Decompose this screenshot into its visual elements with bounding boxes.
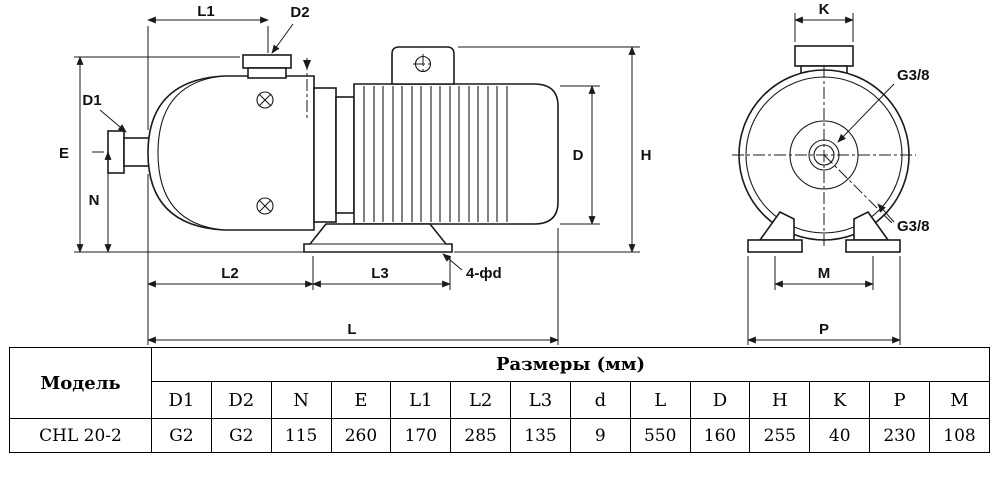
value-cell-d-big: 160 — [689, 418, 751, 453]
table-header-model: Модель — [9, 347, 152, 419]
front-left-foot-flange — [747, 239, 803, 253]
table-column-header-row: D1 D2 N E L1 L2 L3 d L D H K P M — [10, 381, 991, 419]
motor-body — [353, 83, 559, 225]
lug-hole-crosshair — [413, 54, 433, 74]
value-cell-n: 115 — [270, 418, 332, 453]
value-cell-l1: 170 — [390, 418, 452, 453]
leader-d1 — [99, 109, 127, 133]
front-port-cap — [794, 45, 854, 67]
dim-label-k: K — [819, 1, 830, 18]
dim-label-g38-top: G3/8 — [897, 67, 930, 84]
col-header-d1: D1 — [151, 381, 212, 419]
top-port-neck — [247, 67, 287, 79]
pump-body — [147, 75, 315, 231]
value-cell-l2: 285 — [450, 418, 512, 453]
value-cell-l3: 135 — [510, 418, 571, 453]
top-port-cap — [242, 54, 292, 69]
leader-g38-top — [837, 83, 895, 143]
value-cell-d2: G2 — [210, 418, 272, 453]
leader-g38-bottom — [877, 203, 895, 223]
dim-label-l3: L3 — [371, 265, 389, 282]
col-header-m: M — [928, 381, 991, 419]
value-cell-l: 550 — [629, 418, 691, 453]
screw-bottom-cross-icon — [258, 199, 272, 213]
pump-foot — [303, 223, 453, 253]
inlet-flange — [107, 130, 125, 174]
table-header-sizes: Размеры (мм) — [151, 347, 990, 382]
dim-label-d1: D1 — [82, 92, 101, 109]
col-header-k: K — [809, 381, 871, 419]
dim-label-d: D — [573, 147, 584, 164]
value-cell-m: 108 — [928, 418, 991, 453]
value-cell-d1: G2 — [151, 418, 212, 453]
col-header-d-big: D — [689, 381, 751, 419]
front-view: K G3/8 G3/8 M P — [732, 1, 930, 346]
dim-label-d2: D2 — [290, 4, 309, 21]
col-header-n: N — [270, 381, 332, 419]
dim-label-e: E — [59, 145, 69, 162]
dimensions-table: Модель Размеры (мм) D1 D2 N E L1 L2 L3 d… — [9, 347, 991, 453]
dim-label-m: M — [818, 265, 831, 282]
front-diagonal-centerline — [823, 154, 894, 225]
motor-fins — [363, 86, 508, 222]
col-header-l3: L3 — [510, 381, 571, 419]
table-row: CHL 20-2 G2 G2 115 260 170 285 135 9 550… — [9, 418, 991, 453]
value-cell-e: 260 — [330, 418, 392, 453]
dim-label-l2: L2 — [221, 265, 239, 282]
pump-body-seam — [157, 75, 225, 231]
dim-label-feet-holes: 4-фd — [466, 265, 502, 282]
front-dimension-lines — [747, 16, 901, 344]
side-dimension-lines — [76, 16, 636, 344]
front-right-foot-flange — [845, 239, 901, 253]
value-cell-k: 40 — [809, 418, 871, 453]
section-mark-icon — [303, 60, 311, 70]
screw-bottom — [256, 197, 274, 215]
col-header-d-small: d — [569, 381, 631, 419]
screw-top-cross-icon — [258, 93, 272, 107]
leader-feet-holes — [442, 253, 463, 271]
adapter-outer — [313, 87, 337, 223]
technical-drawing: L1 D2 D1 E N L2 L3 4-фd L D H — [59, 1, 930, 346]
dim-label-g38-bottom: G3/8 — [897, 218, 930, 235]
col-header-p: P — [869, 381, 930, 419]
screw-top — [256, 91, 274, 109]
dim-label-h: H — [641, 147, 652, 164]
dim-label-n: N — [89, 192, 100, 209]
dim-label-p: P — [819, 321, 829, 338]
leader-d2 — [271, 23, 294, 54]
side-view: L1 D2 D1 E N L2 L3 4-фd L D H — [59, 3, 652, 346]
dim-label-l: L — [347, 321, 356, 338]
model-cell: CHL 20-2 — [9, 418, 152, 453]
value-cell-h: 255 — [749, 418, 811, 453]
col-header-l2: L2 — [450, 381, 512, 419]
adapter-inner — [335, 96, 355, 214]
value-cell-d-small: 9 — [569, 418, 631, 453]
col-header-e: E — [330, 381, 392, 419]
value-cell-p: 230 — [869, 418, 930, 453]
col-header-l: L — [629, 381, 691, 419]
dim-label-l1: L1 — [197, 3, 215, 20]
col-header-l1: L1 — [390, 381, 452, 419]
col-header-h: H — [749, 381, 811, 419]
col-header-d2: D2 — [210, 381, 272, 419]
